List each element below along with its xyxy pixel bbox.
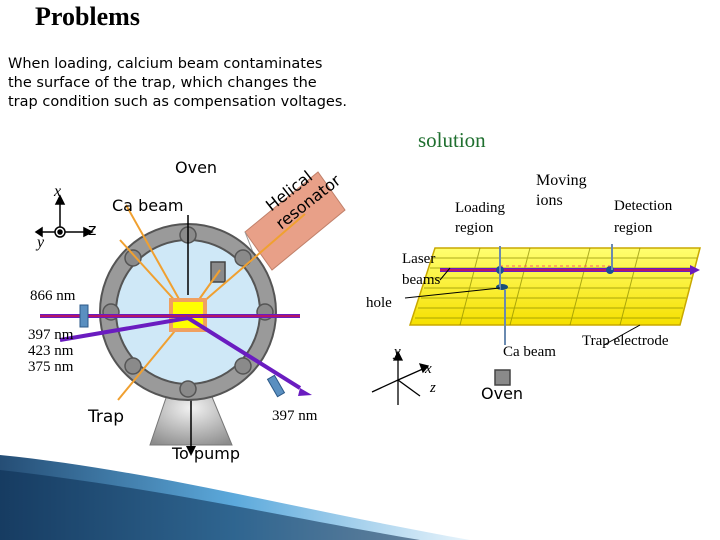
label-ca-beam-right: Ca beam xyxy=(503,344,556,360)
callout-lines-right xyxy=(404,267,641,346)
label-oven-right: Oven xyxy=(481,384,524,403)
slide-title: Problems xyxy=(35,2,140,31)
label-375nm: 375 nm xyxy=(28,359,74,375)
label-beams: beams xyxy=(402,272,441,288)
label-397nm-lower: 397 nm xyxy=(272,408,318,424)
label-ions: ions xyxy=(536,192,563,209)
label-laser: Laser xyxy=(402,251,436,267)
axis-triad-left xyxy=(34,194,94,238)
laser-beams-left xyxy=(40,304,312,398)
solution-heading: solution xyxy=(418,128,486,152)
label-trap-electrode: Trap electrode xyxy=(582,333,669,349)
label-423nm: 423 nm xyxy=(28,343,74,359)
label-axis-x-right: x xyxy=(425,361,432,377)
label-detection: Detection xyxy=(614,198,673,214)
label-loading: Loading xyxy=(455,200,505,216)
label-trap: Trap xyxy=(88,407,125,427)
planar-trap xyxy=(408,244,701,345)
label-397nm: 397 nm xyxy=(28,327,74,343)
bottom-wave-highlight xyxy=(0,470,420,540)
label-loading-region: region xyxy=(455,220,494,236)
intro-text: When loading, calcium beam contaminates … xyxy=(8,56,348,110)
label-axis-y-left: y xyxy=(37,234,45,251)
label-hole: hole xyxy=(366,295,392,311)
label-866nm: 866 nm xyxy=(30,288,76,304)
pump-icon xyxy=(149,391,233,456)
label-axis-z-right: z xyxy=(430,380,436,396)
label-oven: Oven xyxy=(175,158,218,177)
label-ca-beam: Ca beam xyxy=(112,196,184,215)
label-to-pump: To pump xyxy=(172,444,240,463)
oven-icon-right xyxy=(494,369,511,386)
label-axis-y-right: y xyxy=(394,344,401,360)
label-detection-region: region xyxy=(614,220,653,236)
label-axis-z-left: z xyxy=(88,220,97,239)
label-moving: Moving xyxy=(536,172,587,189)
label-axis-x-left: x xyxy=(54,183,62,200)
axis-triad-right xyxy=(371,350,430,405)
hole-marker xyxy=(496,284,508,290)
